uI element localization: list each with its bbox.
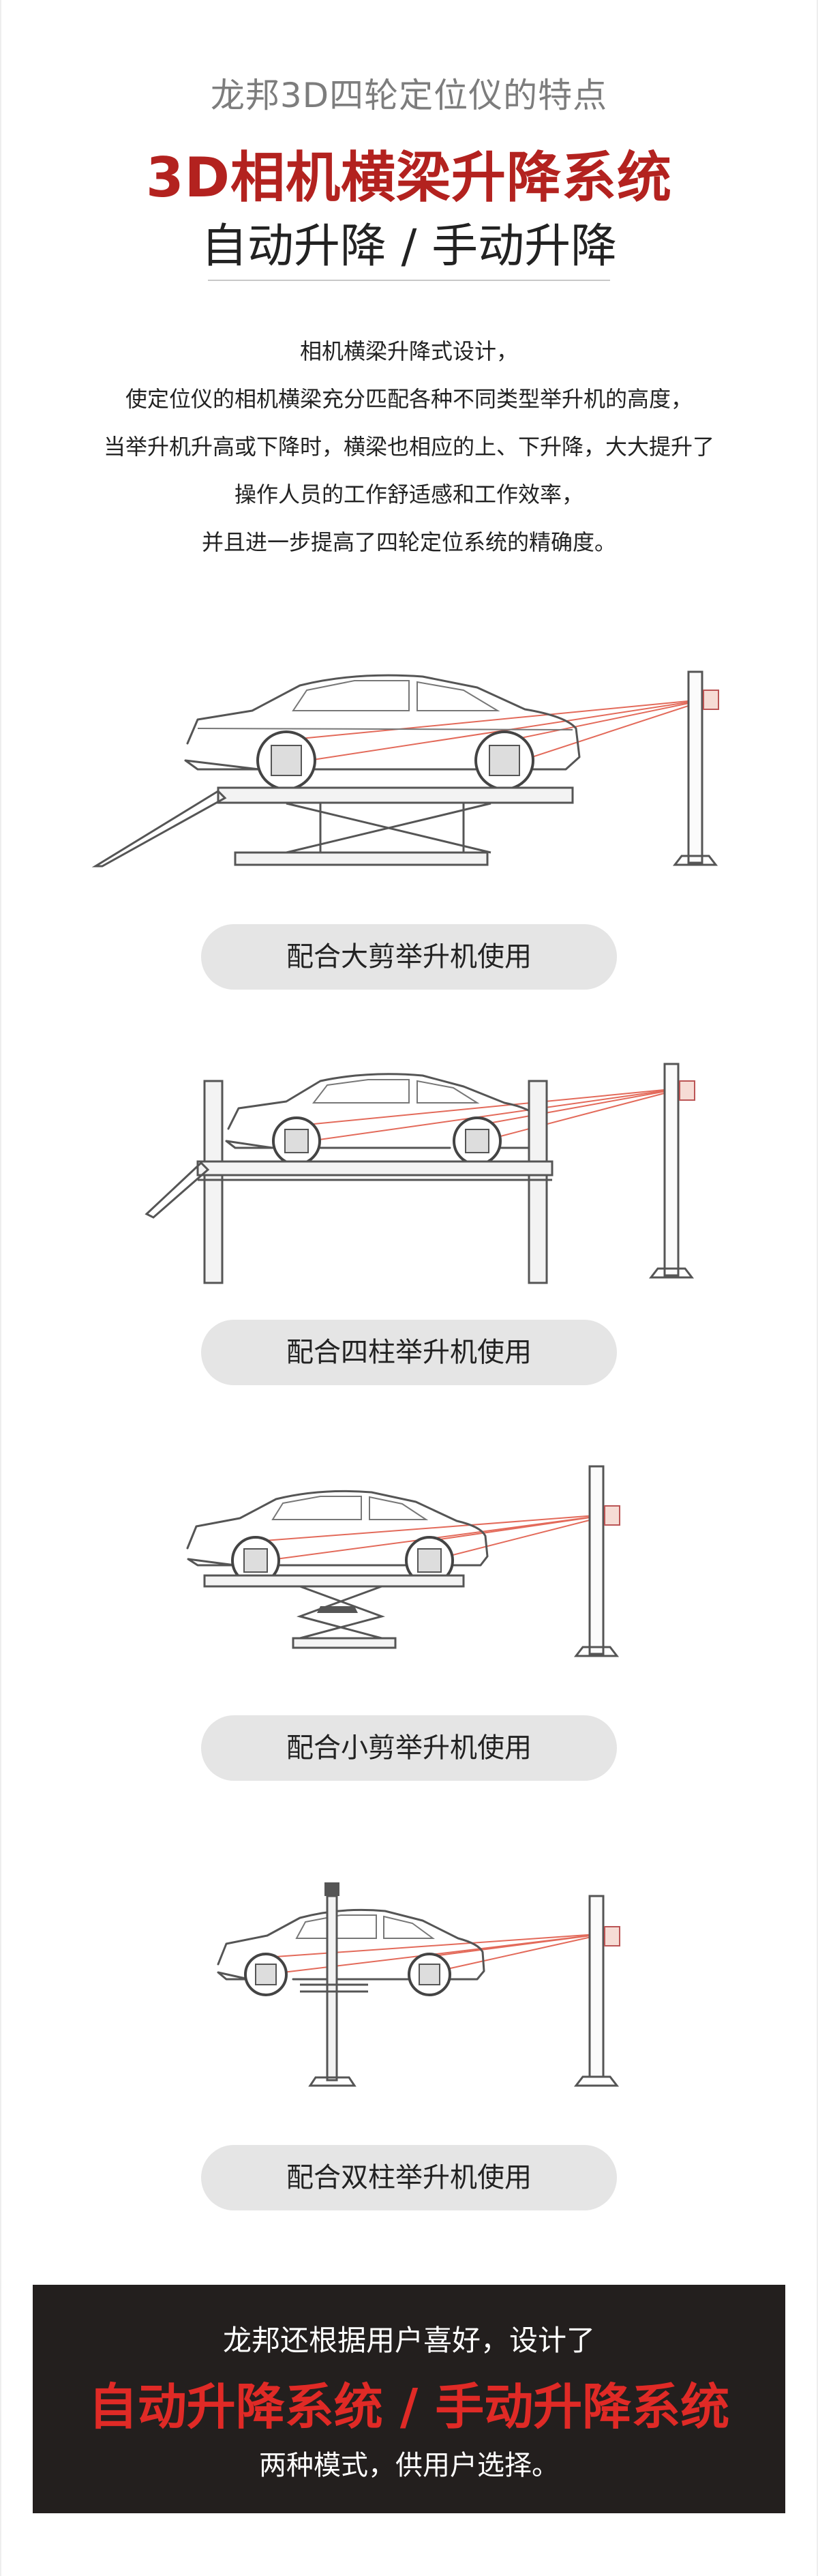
right-edge — [817, 0, 818, 2576]
intro-line: 相机横梁升降式设计， — [299, 338, 518, 364]
intro-text: 相机横梁升降式设计， 使定位仪的相机横梁充分匹配各种不同类型举升机的高度， 当举… — [41, 327, 777, 566]
intro-line: 使定位仪的相机横梁充分匹配各种不同类型举升机的高度， — [125, 386, 693, 412]
lift-label-pill: 配合大剪举升机使用 — [201, 924, 617, 990]
mode-summary-tail: 两种模式，供用户选择。 — [259, 2450, 559, 2481]
two-post-illustration — [217, 1882, 620, 2087]
lift-label-pill: 配合双柱举升机使用 — [201, 2145, 617, 2210]
feature-subline: 自动升降 / 手动升降 — [200, 220, 618, 273]
intro-line: 操作人员的工作舒适感和工作效率， — [234, 482, 584, 507]
intro-line: 并且进一步提高了四轮定位系统的精确度。 — [201, 529, 616, 555]
feature-header: 龙邦3D四轮定位仪的特点 3D相机横梁升降系统 自动升降 / 手动升降 — [0, 0, 818, 286]
large-scissor-illustration — [91, 670, 719, 868]
intro-line: 当举升机升高或下降时，横梁也相应的上、下升降，大大提升了 — [103, 434, 714, 460]
section-two-post: 配合双柱举升机使用 — [0, 1876, 818, 2223]
mode-summary-lead: 龙邦还根据用户喜好，设计了 — [222, 2324, 595, 2357]
header-divider — [208, 280, 610, 281]
section-small-scissor: 配合小剪举升机使用 — [0, 1460, 818, 1801]
lift-label-pill: 配合小剪举升机使用 — [201, 1715, 617, 1781]
feature-headline: 3D相机横梁升降系统 — [145, 146, 673, 209]
four-post-illustration — [145, 1063, 695, 1284]
small-scissor-illustration — [186, 1465, 620, 1657]
section-large-scissor: 配合大剪举升机使用 — [0, 648, 818, 996]
left-edge — [0, 0, 1, 2576]
lift-label-pill: 配合四柱举升机使用 — [201, 1320, 617, 1385]
feature-kicker: 龙邦3D四轮定位仪的特点 — [210, 76, 608, 115]
mode-summary-box: 龙邦还根据用户喜好，设计了 自动升降系统 / 手动升降系统 两种模式，供用户选择… — [33, 2285, 785, 2513]
mode-summary-highlight: 自动升降系统 / 手动升降系统 — [88, 2378, 730, 2436]
section-four-post: 配合四柱举升机使用 — [0, 1061, 818, 1408]
